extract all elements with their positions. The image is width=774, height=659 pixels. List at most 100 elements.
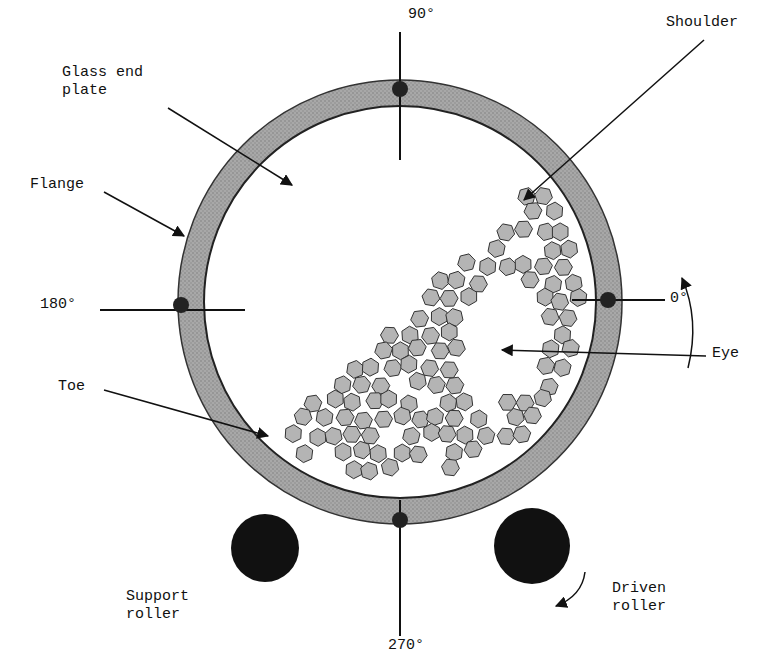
particle [562, 340, 579, 357]
particle [524, 407, 542, 424]
part-label: Driven roller [612, 580, 702, 616]
particle [521, 272, 539, 288]
particle [440, 394, 457, 412]
particle [458, 254, 476, 271]
particle [353, 441, 370, 459]
particle [424, 423, 440, 441]
particle [477, 427, 494, 444]
particle [381, 327, 399, 343]
particle [327, 390, 343, 408]
particle [499, 258, 516, 276]
particle [537, 357, 555, 374]
particle [440, 291, 458, 307]
driven-roller [494, 508, 570, 584]
particle [446, 444, 463, 462]
particle [559, 310, 577, 327]
part-label: Eye [712, 345, 762, 363]
particle [344, 393, 361, 411]
particle [446, 377, 464, 394]
particle [488, 240, 505, 258]
particle [408, 340, 426, 356]
particle [375, 342, 393, 359]
particle [542, 340, 559, 358]
part-label: Glass end plate [62, 64, 172, 100]
part-label: Support roller [126, 588, 216, 624]
particle [381, 390, 397, 408]
glass-end-plate [204, 106, 596, 498]
angle-label: 270° [388, 637, 448, 655]
particle [343, 426, 361, 442]
particle [507, 408, 524, 426]
particle [438, 426, 456, 443]
particle [461, 288, 477, 306]
particle [353, 376, 371, 393]
angle-dots [173, 81, 616, 528]
particle [422, 289, 440, 306]
particle [370, 445, 386, 463]
particle [547, 202, 563, 220]
particle [535, 258, 553, 275]
particle [347, 361, 364, 379]
particle [464, 441, 482, 458]
particle [480, 258, 496, 276]
angle-label: 90° [408, 6, 488, 24]
particle [409, 372, 426, 390]
particle [427, 408, 444, 426]
particle [541, 308, 559, 325]
particle [381, 459, 398, 477]
particle [310, 428, 326, 446]
particle [394, 407, 411, 425]
particle [554, 359, 571, 377]
particle [294, 408, 312, 425]
part-label: Toe [58, 378, 108, 396]
particle [497, 428, 515, 444]
particle [497, 224, 515, 241]
particle [375, 411, 393, 427]
particle [552, 223, 568, 241]
particle [361, 462, 378, 480]
particle [551, 293, 569, 310]
particle [431, 308, 447, 326]
particle-bed [285, 188, 587, 480]
particle [409, 446, 427, 463]
particle [422, 327, 440, 344]
support-roller [231, 514, 299, 582]
particle [524, 203, 542, 219]
angle-label: 180° [40, 296, 100, 314]
particle [513, 426, 531, 443]
particle [448, 271, 465, 289]
angle-ticks [100, 32, 665, 636]
particle [336, 409, 354, 425]
particle [431, 343, 449, 359]
particle [471, 410, 487, 428]
particle [499, 395, 517, 411]
particle [296, 445, 313, 463]
particle [445, 410, 463, 426]
particle [355, 412, 373, 429]
particle [401, 355, 417, 373]
particle [361, 428, 379, 444]
leader-lines [104, 40, 706, 436]
angle-label: 0° [670, 290, 730, 308]
particle [394, 444, 410, 462]
particle [411, 311, 429, 328]
particle [421, 360, 439, 377]
particle [534, 389, 551, 406]
particle [346, 461, 362, 479]
particle [325, 427, 342, 445]
part-label: Flange [30, 176, 110, 194]
particle [570, 289, 587, 307]
particle [442, 459, 460, 476]
particle [362, 358, 378, 376]
particle [515, 221, 533, 237]
particle [544, 242, 560, 260]
particle [554, 259, 572, 275]
particle [335, 443, 351, 461]
part-label: Shoulder [666, 14, 766, 32]
particle [441, 323, 457, 341]
particle [285, 425, 301, 443]
particle [515, 255, 531, 273]
particle [456, 393, 473, 411]
